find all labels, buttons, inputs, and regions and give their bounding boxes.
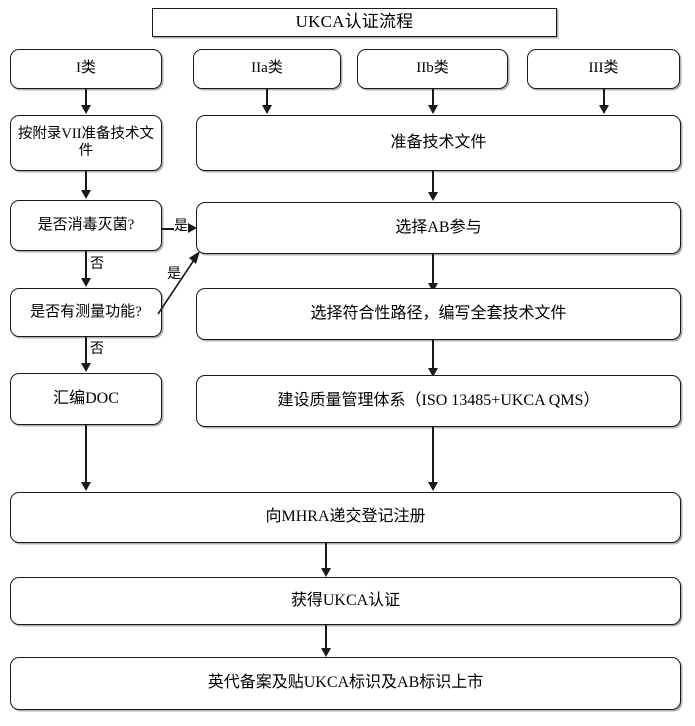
connector-path-to-qms xyxy=(432,340,434,369)
edge-label-sterile-no: 否 xyxy=(90,257,104,272)
diagram-title: UKCA认证流程 xyxy=(152,8,557,37)
connector-ukca-to-market xyxy=(325,625,327,649)
common-node-market-launch[interactable]: 英代备案及贴UKCA标识及AB标识上市 xyxy=(10,657,681,710)
connector-appendix-to-sterile xyxy=(85,171,87,191)
arrowhead-iia-to-prepare xyxy=(262,105,272,114)
arrowhead-iib-to-prepare xyxy=(428,105,438,114)
class-box-i[interactable]: I类 xyxy=(10,49,162,89)
class-box-iib[interactable]: IIb类 xyxy=(357,49,508,89)
common-node-obtain-ukca[interactable]: 获得UKCA认证 xyxy=(10,577,681,625)
connector-iii-to-prepare xyxy=(603,89,605,106)
edge-label-sterile-yes: 是 xyxy=(174,219,188,234)
connector-mhra-to-ukca xyxy=(325,543,327,569)
common-node-mhra-submit[interactable]: 向MHRA递交登记注册 xyxy=(10,492,681,543)
left-node-measure-decision[interactable]: 是否有测量功能? xyxy=(10,288,162,337)
right-node-prepare-docs[interactable]: 准备技术文件 xyxy=(196,115,681,171)
class-box-iii[interactable]: III类 xyxy=(527,49,680,89)
arrowhead-sterile-yes xyxy=(188,223,197,233)
connector-qms-to-mhra xyxy=(432,427,434,483)
left-node-compile-doc[interactable]: 汇编DOC xyxy=(10,373,162,425)
right-node-conformity-path[interactable]: 选择符合性路径，编写全套技术文件 xyxy=(196,288,681,340)
arrowhead-qms-to-mhra xyxy=(428,482,438,491)
connector-ab-to-path xyxy=(432,254,434,284)
class-box-iia[interactable]: IIa类 xyxy=(193,49,341,89)
arrowhead-appendix-to-sterile xyxy=(81,190,91,199)
edge-label-measure-yes: 是 xyxy=(167,267,181,282)
connector-sterile-yes xyxy=(162,228,174,230)
arrowhead-ab-to-path xyxy=(428,283,438,292)
connector-prepare-to-ab xyxy=(432,171,434,193)
arrowhead-prepare-to-ab xyxy=(428,192,438,201)
arrowhead-ukca-to-market xyxy=(321,648,331,657)
edge-label-measure-no: 否 xyxy=(90,342,104,357)
right-node-select-ab[interactable]: 选择AB参与 xyxy=(196,202,681,254)
arrowhead-doc-to-mhra xyxy=(81,482,91,491)
arrowhead-mhra-to-ukca xyxy=(321,568,331,577)
right-node-qms[interactable]: 建设质量管理体系（ISO 13485+UKCA QMS） xyxy=(196,375,681,427)
arrowhead-iii-to-prepare xyxy=(599,105,609,114)
connector-i-to-appendix xyxy=(85,89,87,106)
connector-iib-to-prepare xyxy=(432,89,434,106)
arrowhead-measure-no xyxy=(81,363,91,372)
arrowhead-sterile-no xyxy=(81,278,91,287)
connector-sterile-no xyxy=(85,251,87,279)
connector-iia-to-prepare xyxy=(266,89,268,106)
left-node-sterile-decision[interactable]: 是否消毒灭菌? xyxy=(10,200,162,251)
connector-measure-yes xyxy=(157,251,200,315)
connector-doc-to-mhra xyxy=(85,425,87,483)
arrowhead-i-to-appendix xyxy=(81,105,91,114)
arrowhead-path-to-qms xyxy=(428,368,438,377)
left-node-appendix-vii[interactable]: 按附录VII准备技术文件 xyxy=(10,115,162,171)
connector-measure-no xyxy=(85,337,87,364)
